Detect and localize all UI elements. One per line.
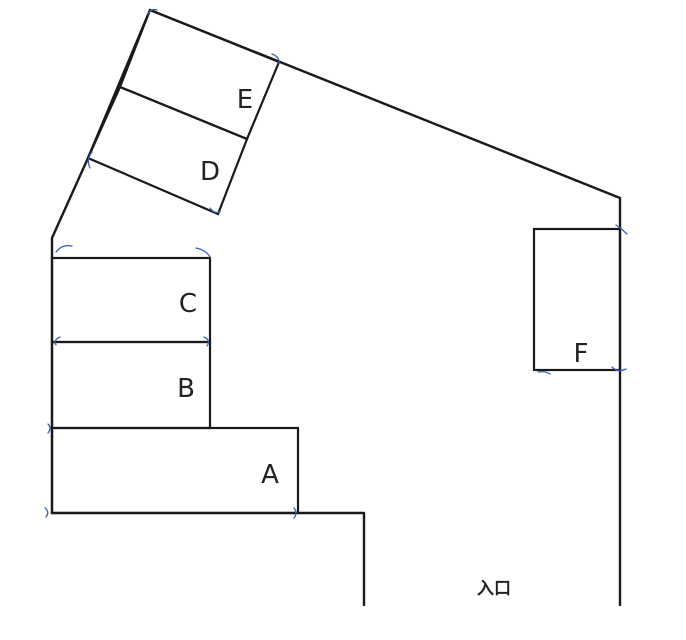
area-c-label: C (179, 289, 197, 319)
area-f-label: F (574, 339, 589, 369)
area-e-label: E (237, 85, 253, 115)
area-e-box (118, 8, 281, 141)
area-d-label: D (200, 157, 220, 187)
corner-marks (44, 8, 628, 519)
area-b-label: B (177, 374, 195, 404)
bottom-wall (50, 511, 366, 607)
area-b: B (50, 340, 212, 430)
area-f: F (532, 227, 622, 372)
entrance-label: 入口 (477, 579, 511, 599)
area-a-label: A (261, 460, 279, 490)
area-f-box (532, 227, 622, 372)
area-c-box (50, 256, 212, 344)
area-a: A (50, 426, 300, 515)
area-c: C (50, 256, 212, 344)
area-e: E (118, 8, 281, 141)
